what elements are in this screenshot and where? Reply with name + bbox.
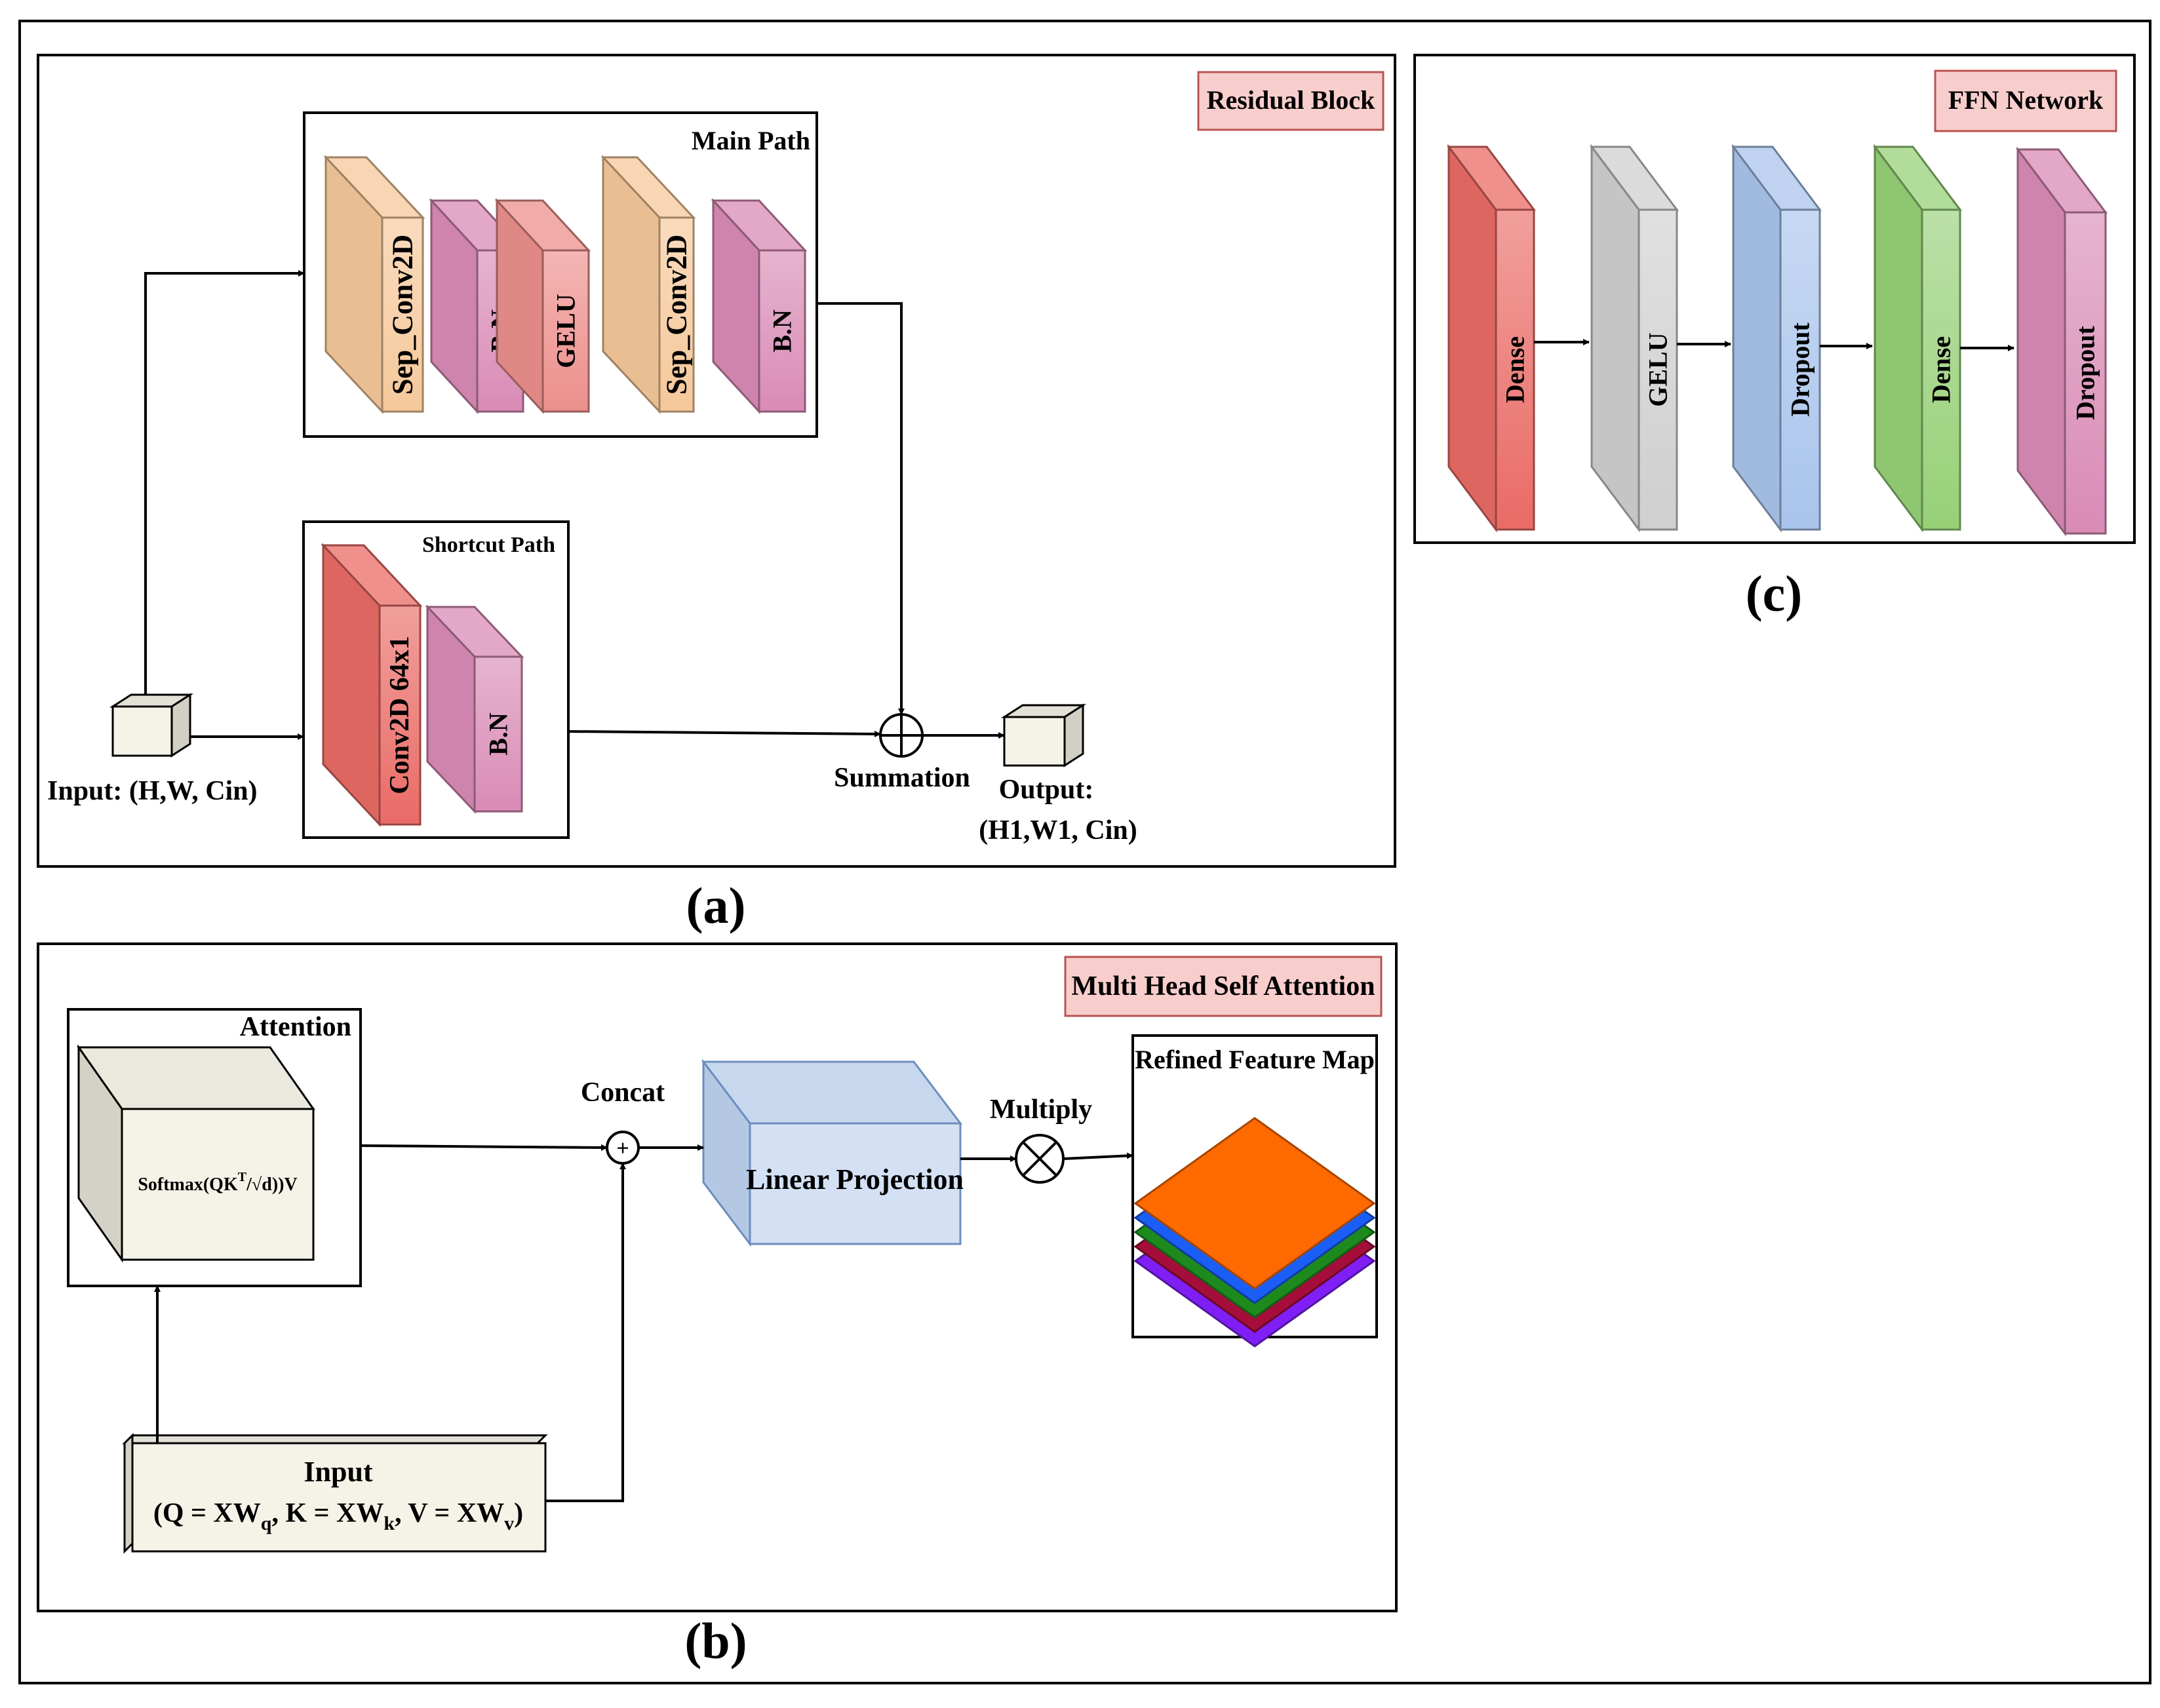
panel-c-caption: (c) bbox=[1746, 565, 1803, 622]
ffn-block-4-dense: Dense bbox=[1873, 144, 1962, 533]
shortcut-block-1-conv2d-64x1: Conv2D 64x1 bbox=[321, 543, 423, 827]
ffn-connectors bbox=[1534, 339, 2014, 351]
shortcut-block-2-b-n-label: B.N bbox=[484, 712, 513, 756]
shortcut-path-box bbox=[302, 520, 570, 839]
ffn-block-2-gelu: GELU bbox=[1590, 144, 1679, 533]
ffn-block-5-dropout-label: Dropout bbox=[2071, 325, 2100, 419]
panel-a-caption: (a) bbox=[686, 877, 746, 934]
ffn-tag bbox=[1934, 69, 2117, 132]
panel-c-frame bbox=[1413, 54, 2136, 544]
panel-multi-head-attention: Multi Head Self Attention Attention Soft… bbox=[37, 942, 1398, 1669]
main-block-1-sep-conv2d-label: Sep_Conv2D bbox=[387, 235, 419, 395]
attention-cube bbox=[77, 1044, 315, 1263]
output-label: Output: bbox=[999, 775, 1094, 805]
residual-layer-blocks: Sep_Conv2D B.N GELU Sep_Conv2D B.N Conv2D 64x… bbox=[321, 155, 808, 827]
multiply-symbol bbox=[1015, 1134, 1065, 1184]
residual-block-tag bbox=[1197, 71, 1384, 131]
main-block-4-sep-conv2d: Sep_Conv2D bbox=[600, 155, 696, 414]
panel-residual-block: Residual Block Main Path Shortcut Path S… bbox=[37, 54, 1396, 934]
feature-map-layer-orange bbox=[1133, 1117, 1376, 1290]
output-tensor bbox=[1000, 703, 1087, 767]
ffn-block-3-dropout-label: Dropout bbox=[1786, 322, 1815, 416]
panel-ffn-network: FFN Network Dense GELU Dropout Dense Dropout… bbox=[1413, 54, 2136, 622]
shortcut-block-2-b-n: B.N bbox=[425, 604, 524, 814]
input-tensor bbox=[109, 693, 194, 758]
ffn-block-4-dense-label: Dense bbox=[1927, 336, 1956, 403]
panel-a-frame bbox=[37, 54, 1396, 868]
linear-projection-block bbox=[701, 1058, 963, 1247]
ffn-block-2-gelu-label: GELU bbox=[1643, 332, 1673, 406]
attention-connectors bbox=[154, 1144, 1133, 1502]
attention-formula: Softmax(QKT/√d))V bbox=[138, 1170, 297, 1195]
multiply-label: Multiply bbox=[990, 1095, 1092, 1125]
ffn-title: FFN Network bbox=[1948, 85, 2104, 115]
qkv-formula: (Q = XWq, K = XWk, V = XWv) bbox=[153, 1498, 523, 1534]
qkv-input-block bbox=[122, 1433, 548, 1554]
ffn-block-3-dropout: Dropout bbox=[1731, 144, 1822, 533]
summation-symbol bbox=[879, 713, 924, 758]
main-block-5-b-n-label: B.N bbox=[768, 309, 797, 353]
panel-b-caption: (b) bbox=[684, 1612, 747, 1669]
main-block-1-sep-conv2d: Sep_Conv2D bbox=[323, 155, 425, 414]
linear-projection-label: Linear Projection bbox=[746, 1163, 964, 1195]
ffn-layer-blocks: Dense GELU Dropout Dense Dropout bbox=[1447, 144, 2108, 537]
shortcut-block-1-conv2d-64x1-label: Conv2D 64x1 bbox=[385, 636, 415, 794]
attention-box bbox=[67, 1008, 362, 1287]
refined-feature-map-label: Refined Feature Map bbox=[1135, 1045, 1375, 1074]
residual-connectors bbox=[144, 270, 1005, 740]
ffn-block-1-dense-label: Dense bbox=[1501, 336, 1530, 403]
attention-label: Attention bbox=[240, 1012, 351, 1042]
main-block-3-gelu-label: GELU bbox=[551, 294, 581, 368]
shortcut-path-label: Shortcut Path bbox=[422, 533, 555, 557]
concat-label: Concat bbox=[581, 1077, 665, 1108]
summation-label: Summation bbox=[834, 763, 970, 793]
feature-map-layers bbox=[1133, 1117, 1376, 1348]
main-block-4-sep-conv2d-label: Sep_Conv2D bbox=[661, 235, 693, 395]
main-block-3-gelu: GELU bbox=[494, 198, 591, 414]
mhsa-title: Multi Head Self Attention bbox=[1071, 971, 1375, 1001]
outer-border bbox=[18, 20, 2151, 1684]
mhsa-tag bbox=[1064, 956, 1383, 1017]
concat-plus: + bbox=[616, 1136, 629, 1161]
main-path-label: Main Path bbox=[692, 126, 810, 155]
input-label: Input: (H,W, Cin) bbox=[47, 776, 258, 806]
residual-block-title: Residual Block bbox=[1207, 85, 1375, 115]
panel-b-frame bbox=[37, 942, 1398, 1612]
main-block-5-b-n: B.N bbox=[711, 198, 808, 414]
ffn-block-5-dropout: Dropout bbox=[2016, 146, 2108, 537]
output-shape-label: (H1,W1, Cin) bbox=[979, 815, 1137, 845]
ffn-block-1-dense: Dense bbox=[1447, 144, 1536, 533]
input-title: Input bbox=[304, 1456, 373, 1488]
